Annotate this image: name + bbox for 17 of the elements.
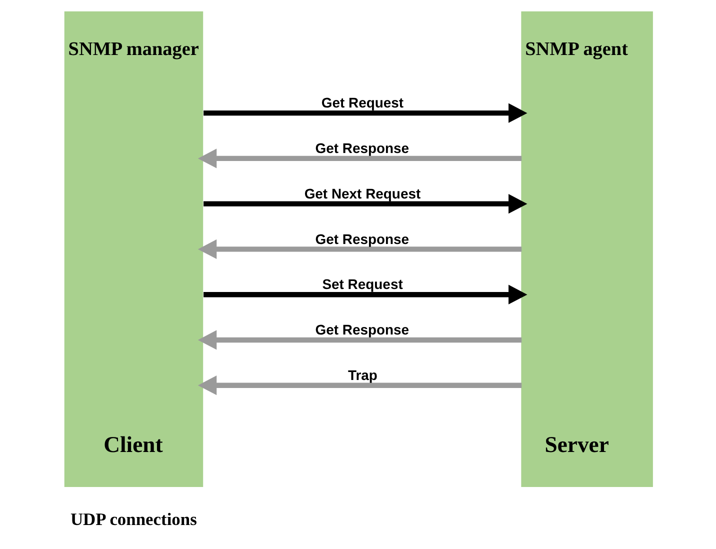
- edge-label: Get Response: [315, 230, 410, 247]
- arrow: [198, 376, 522, 396]
- node-box: SNMP manager Client: [64, 11, 204, 487]
- node-box: SNMP agent Server: [521, 11, 653, 487]
- arrow: [204, 103, 528, 123]
- edge-label: Trap: [348, 366, 378, 383]
- arrow: [198, 239, 522, 260]
- label: UDP connections: [70, 508, 197, 529]
- edge-label: Get Next Request: [304, 185, 421, 202]
- edge-label: Set Request: [322, 276, 403, 292]
- edge-label: Get Response: [315, 322, 410, 338]
- arrow: [198, 148, 522, 168]
- arrow: [204, 284, 528, 304]
- edge-label: Get Request: [321, 94, 404, 111]
- edge-label: Get Response: [315, 140, 410, 156]
- arrow: [198, 330, 522, 350]
- arrow: [204, 194, 528, 214]
